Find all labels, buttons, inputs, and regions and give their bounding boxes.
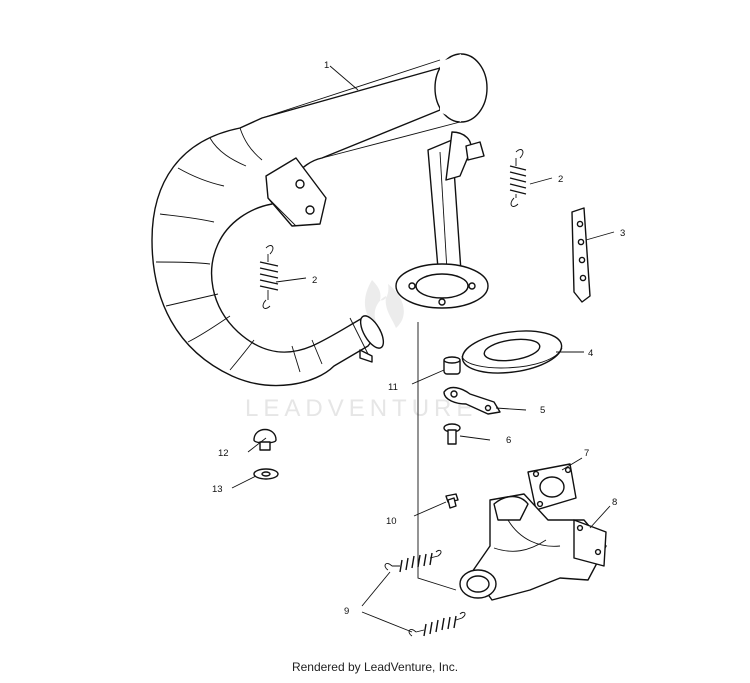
footer-credit: Rendered by LeadVenture, Inc. — [291, 660, 459, 674]
callout-13: 13 — [212, 484, 223, 495]
reference-lines — [417, 322, 457, 591]
part-rubber-cap[interactable] — [253, 428, 277, 451]
callout-3: 3 — [620, 228, 625, 239]
watermark: LEADVENTURE — [245, 280, 477, 422]
callout-7: 7 — [584, 448, 589, 459]
part-bolt[interactable] — [445, 493, 459, 509]
callout-2-upper: 2 — [558, 174, 563, 185]
callout-4: 4 — [588, 348, 593, 359]
callout-2-lower: 2 — [312, 275, 317, 286]
callout-9: 9 — [344, 606, 349, 617]
callout-5: 5 — [540, 405, 545, 416]
callout-labels: 1 2 2 3 4 5 6 7 8 9 10 11 12 13 — [212, 60, 625, 617]
callout-6: 6 — [506, 435, 511, 446]
part-spring-bottom-lower[interactable] — [408, 611, 466, 637]
part-muffler-expansion-chamber[interactable] — [151, 53, 489, 387]
part-grommet[interactable] — [460, 325, 565, 379]
part-spring-bottom-upper[interactable] — [384, 549, 442, 573]
callout-10: 10 — [386, 516, 397, 527]
watermark-text: LEADVENTURE — [245, 395, 477, 422]
leader-lines — [231, 65, 615, 633]
part-spring-lower[interactable] — [259, 245, 279, 309]
part-tab-plate[interactable] — [443, 386, 501, 415]
callout-8: 8 — [612, 497, 617, 508]
callout-1: 1 — [324, 60, 329, 71]
callout-11: 11 — [388, 382, 398, 393]
part-gasket[interactable] — [527, 463, 577, 511]
part-spring-upper[interactable] — [509, 149, 527, 207]
part-nut[interactable] — [443, 356, 461, 375]
part-washer[interactable] — [253, 468, 279, 480]
part-exhaust-manifold[interactable] — [459, 493, 607, 601]
part-rivet[interactable] — [443, 423, 461, 445]
part-bracket-strap[interactable] — [571, 207, 591, 303]
callout-12: 12 — [218, 448, 229, 459]
